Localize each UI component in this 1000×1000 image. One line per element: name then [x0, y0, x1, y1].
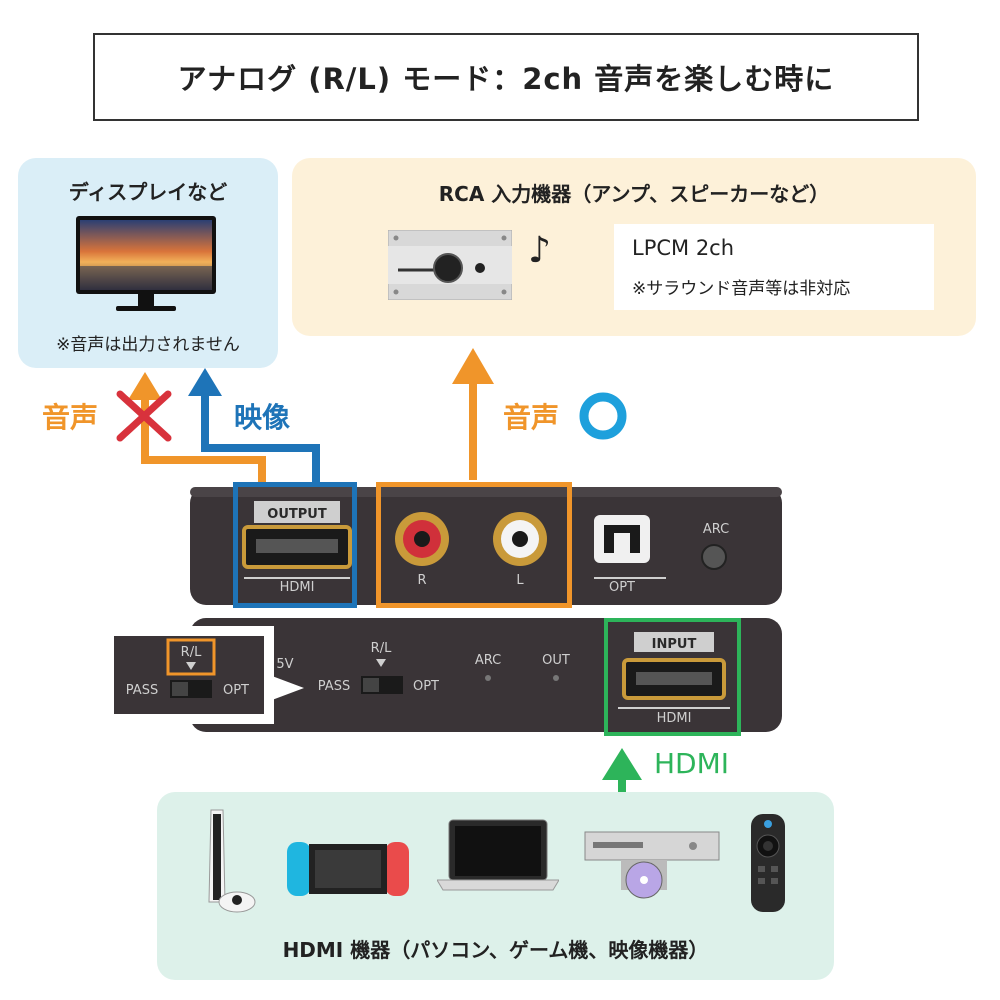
audio-ng-label: 音声 [42, 401, 99, 434]
output-tag [254, 501, 340, 523]
music-note-icon: ♪ [528, 230, 551, 271]
dc-label: 5V [276, 657, 293, 672]
l-label: L [516, 573, 524, 588]
hdmi-panel-title: HDMI 機器（パソコン、ゲーム機、映像機器） [282, 938, 709, 962]
page-title: アナログ (R/L) モード：2ch 音声を楽しむ時に [93, 33, 919, 121]
hdmi-output-highlight [233, 482, 357, 608]
zoom-switch-top: R/L [181, 645, 202, 660]
no-audio-icon [116, 390, 172, 442]
audio-ok-label: 音声 [503, 401, 560, 434]
input-unit: 5V R/L PASS OPT ARC OUT INPUT HDMI [190, 618, 782, 732]
zoom-opt-label: OPT [223, 683, 249, 698]
switch-zoom-callout: R/L PASS OPT [104, 626, 304, 724]
laptop-icon [437, 819, 559, 891]
output-tag-text: OUTPUT [267, 507, 327, 522]
pass-label: PASS [318, 679, 350, 694]
display-panel: ディスプレイなど ※音声は出力されません [18, 158, 278, 368]
out-led [553, 675, 559, 681]
opt-label: OPT [609, 580, 635, 595]
handheld-console-icon [287, 842, 409, 896]
output-hdmi-text: HDMI [280, 580, 315, 595]
arc-button [701, 544, 727, 570]
arc-led [485, 675, 491, 681]
format-box: LPCM 2ch ※サラウンド音声等は非対応 [614, 224, 934, 310]
hdmi-arrow-label: HDMI [654, 747, 730, 780]
rca-panel: RCA 入力機器（アンプ、スピーカーなど） ♪ LPCM 2ch ※サラウンド音… [292, 158, 976, 336]
game-console-icon [208, 809, 256, 913]
format-label: LPCM 2ch [632, 236, 735, 260]
amplifier-icon [388, 230, 512, 300]
zoom-pass-label: PASS [126, 683, 158, 698]
out-led-label: OUT [542, 653, 570, 668]
arc-label: ARC [703, 522, 729, 537]
hdmi-devices-panel: HDMI 機器（パソコン、ゲーム機、映像機器） [157, 792, 834, 980]
rca-panel-title: RCA 入力機器（アンプ、スピーカーなど） [438, 182, 830, 206]
video-label: 映像 [234, 401, 291, 434]
input-hdmi-text: HDMI [657, 711, 692, 726]
dvd-player-icon [584, 831, 720, 899]
remote-icon [751, 814, 785, 912]
monitor-icon [76, 216, 216, 311]
display-panel-title: ディスプレイなど [68, 180, 228, 204]
rca-output-highlight [376, 482, 572, 608]
title-text: アナログ (R/L) モード：2ch 音声を楽しむ時に [177, 62, 835, 96]
hdmi-input-highlight [604, 618, 741, 736]
output-unit: OUTPUT HDMI R L OPT ARC [190, 487, 782, 605]
format-note: ※サラウンド音声等は非対応 [632, 279, 851, 299]
switch-top-label: R/L [371, 641, 392, 656]
arc-led-label: ARC [475, 653, 501, 668]
switch-opt-label: OPT [413, 679, 439, 694]
display-panel-note: ※音声は出力されません [56, 335, 240, 355]
r-label: R [417, 573, 426, 588]
ok-circle-icon [579, 392, 627, 440]
input-tag-text: INPUT [652, 637, 697, 652]
